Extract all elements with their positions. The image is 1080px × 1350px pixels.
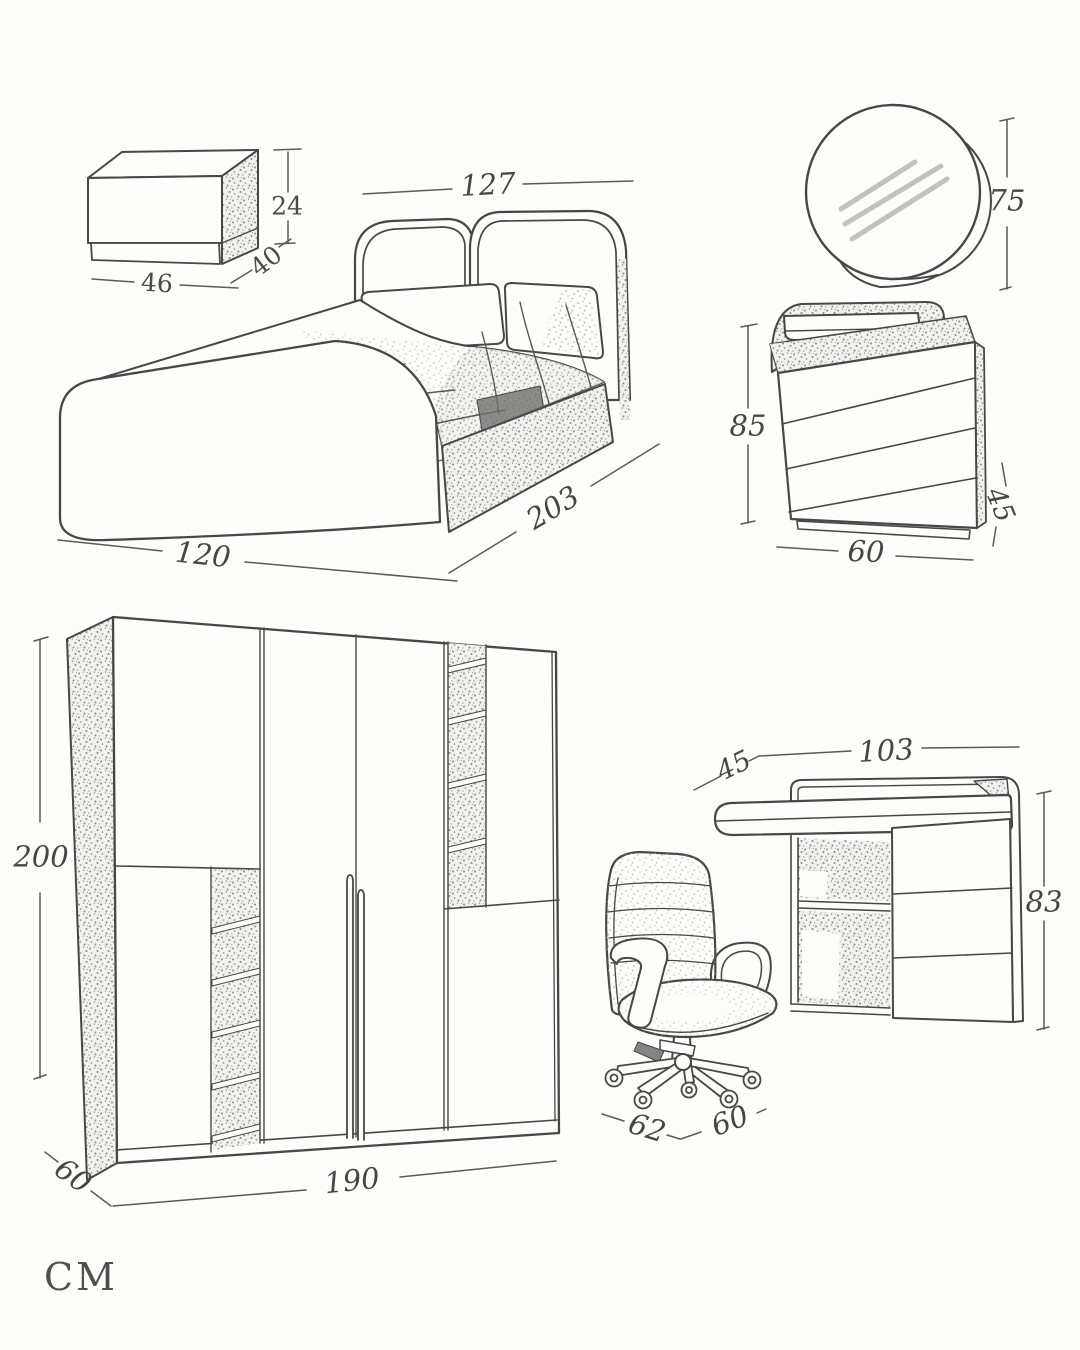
office-chair-drawing [601,850,778,1140]
dresser-width-dim: 60 [846,533,886,570]
nightstand-width-dim: 46 [140,267,174,299]
wardrobe-handle-right [357,889,365,1141]
desk-width-dim: 103 [857,732,915,769]
desk-height-dim: 83 [1025,884,1063,919]
dresser-drawing [740,301,1007,561]
mirror-reflection-lines [838,159,950,242]
bed-headboard-width-dim: 127 [459,166,517,203]
wardrobe-drawing [33,615,561,1207]
desk-drawing [693,746,1052,1031]
mirror-drawing [804,103,1015,291]
wardrobe-height-dim: 200 [13,839,69,874]
wardrobe-width-dim: 190 [322,1160,382,1201]
dresser-height-dim: 85 [729,408,767,443]
bed-width-dim: 120 [173,534,233,575]
wardrobe-handle-left [346,874,354,1139]
unit-label: CM [44,1255,118,1299]
nightstand-drawing [87,148,302,289]
nightstand-height-dim: 24 [271,191,303,221]
bed-drawing [57,180,660,582]
mirror-height-dim: 75 [988,183,1026,218]
